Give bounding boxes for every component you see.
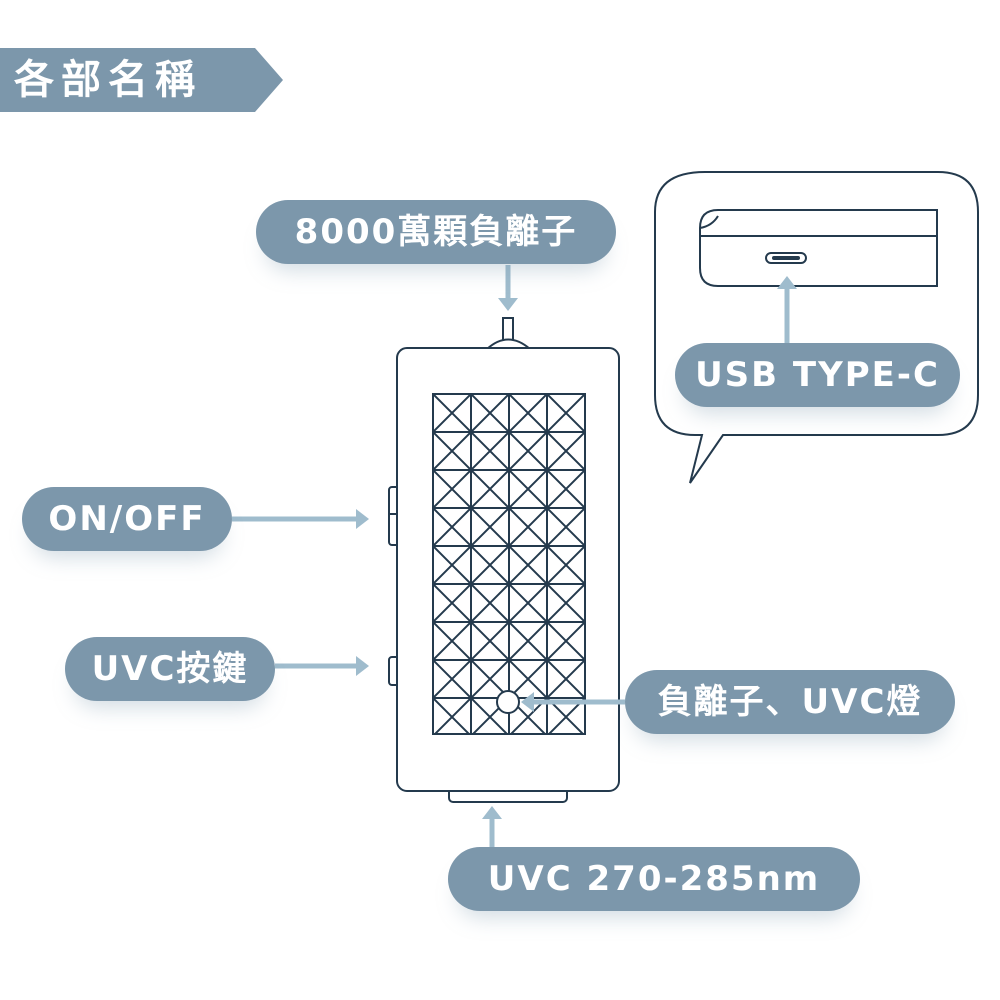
ion-uvc-light (496, 690, 520, 714)
label-uvc-wavelength: UVC 270-285nm (448, 847, 860, 911)
ion-emitter-tip (502, 317, 514, 343)
page-title: 各部名稱 (14, 57, 202, 103)
label-uvc-button: UVC按鍵 (65, 637, 275, 701)
label-usb-type-c: USB TYPE-C (675, 343, 960, 407)
section-title-banner: 各部名稱 (0, 48, 283, 112)
banner-arrow-shape (0, 48, 283, 112)
device-edge-closeup (699, 209, 938, 287)
front-grille (432, 393, 586, 735)
usb-c-port (765, 252, 807, 264)
label-negative-ions: 8000萬顆負離子 (256, 200, 616, 264)
label-ion-uvc-light: 負離子、UVC燈 (625, 670, 955, 734)
label-on-off: ON/OFF (22, 487, 232, 551)
